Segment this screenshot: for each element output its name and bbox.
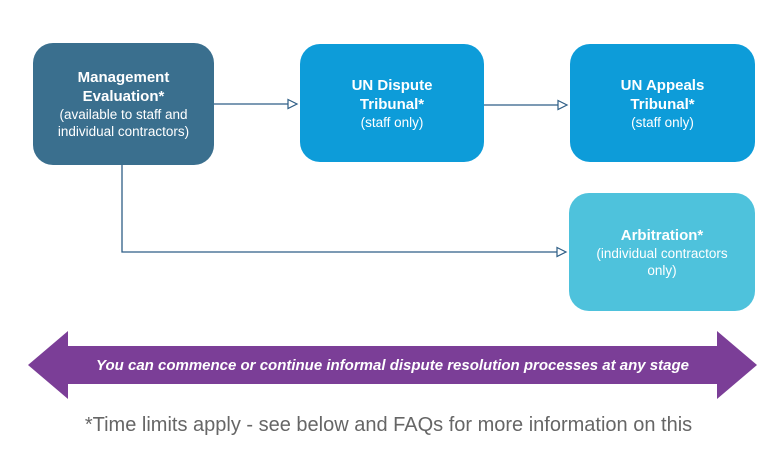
banner-left-arrowhead-icon — [28, 331, 68, 399]
node-subtitle: (staff only) — [360, 114, 424, 130]
node-un-dispute-tribunal: UN Dispute Tribunal* (staff only) — [300, 44, 484, 162]
node-title: Arbitration* — [620, 226, 704, 244]
informal-resolution-banner: You can commence or continue informal di… — [28, 331, 757, 399]
banner-right-arrowhead-icon — [717, 331, 757, 399]
node-subtitle: (individual contractors only) — [596, 245, 728, 278]
connector-management-to-arbitration — [121, 165, 568, 258]
node-un-appeals-tribunal: UN Appeals Tribunal* (staff only) — [570, 44, 755, 162]
node-title: UN Dispute Tribunal* — [351, 76, 433, 113]
connector-dispute-to-appeals — [484, 99, 569, 111]
node-arbitration: Arbitration* (individual contractors onl… — [569, 193, 755, 311]
time-limits-footnote: *Time limits apply - see below and FAQs … — [84, 414, 693, 436]
banner-label: You can commence or continue informal di… — [96, 356, 689, 374]
node-management-evaluation: Management Evaluation* (available to sta… — [33, 43, 214, 165]
node-title: UN Appeals Tribunal* — [620, 76, 705, 113]
connector-management-to-dispute — [214, 98, 299, 110]
node-subtitle: (staff only) — [631, 114, 694, 130]
banner-body — [67, 346, 718, 384]
node-subtitle: (available to staff and individual contr… — [57, 107, 190, 139]
node-title: Management Evaluation* — [77, 69, 170, 105]
